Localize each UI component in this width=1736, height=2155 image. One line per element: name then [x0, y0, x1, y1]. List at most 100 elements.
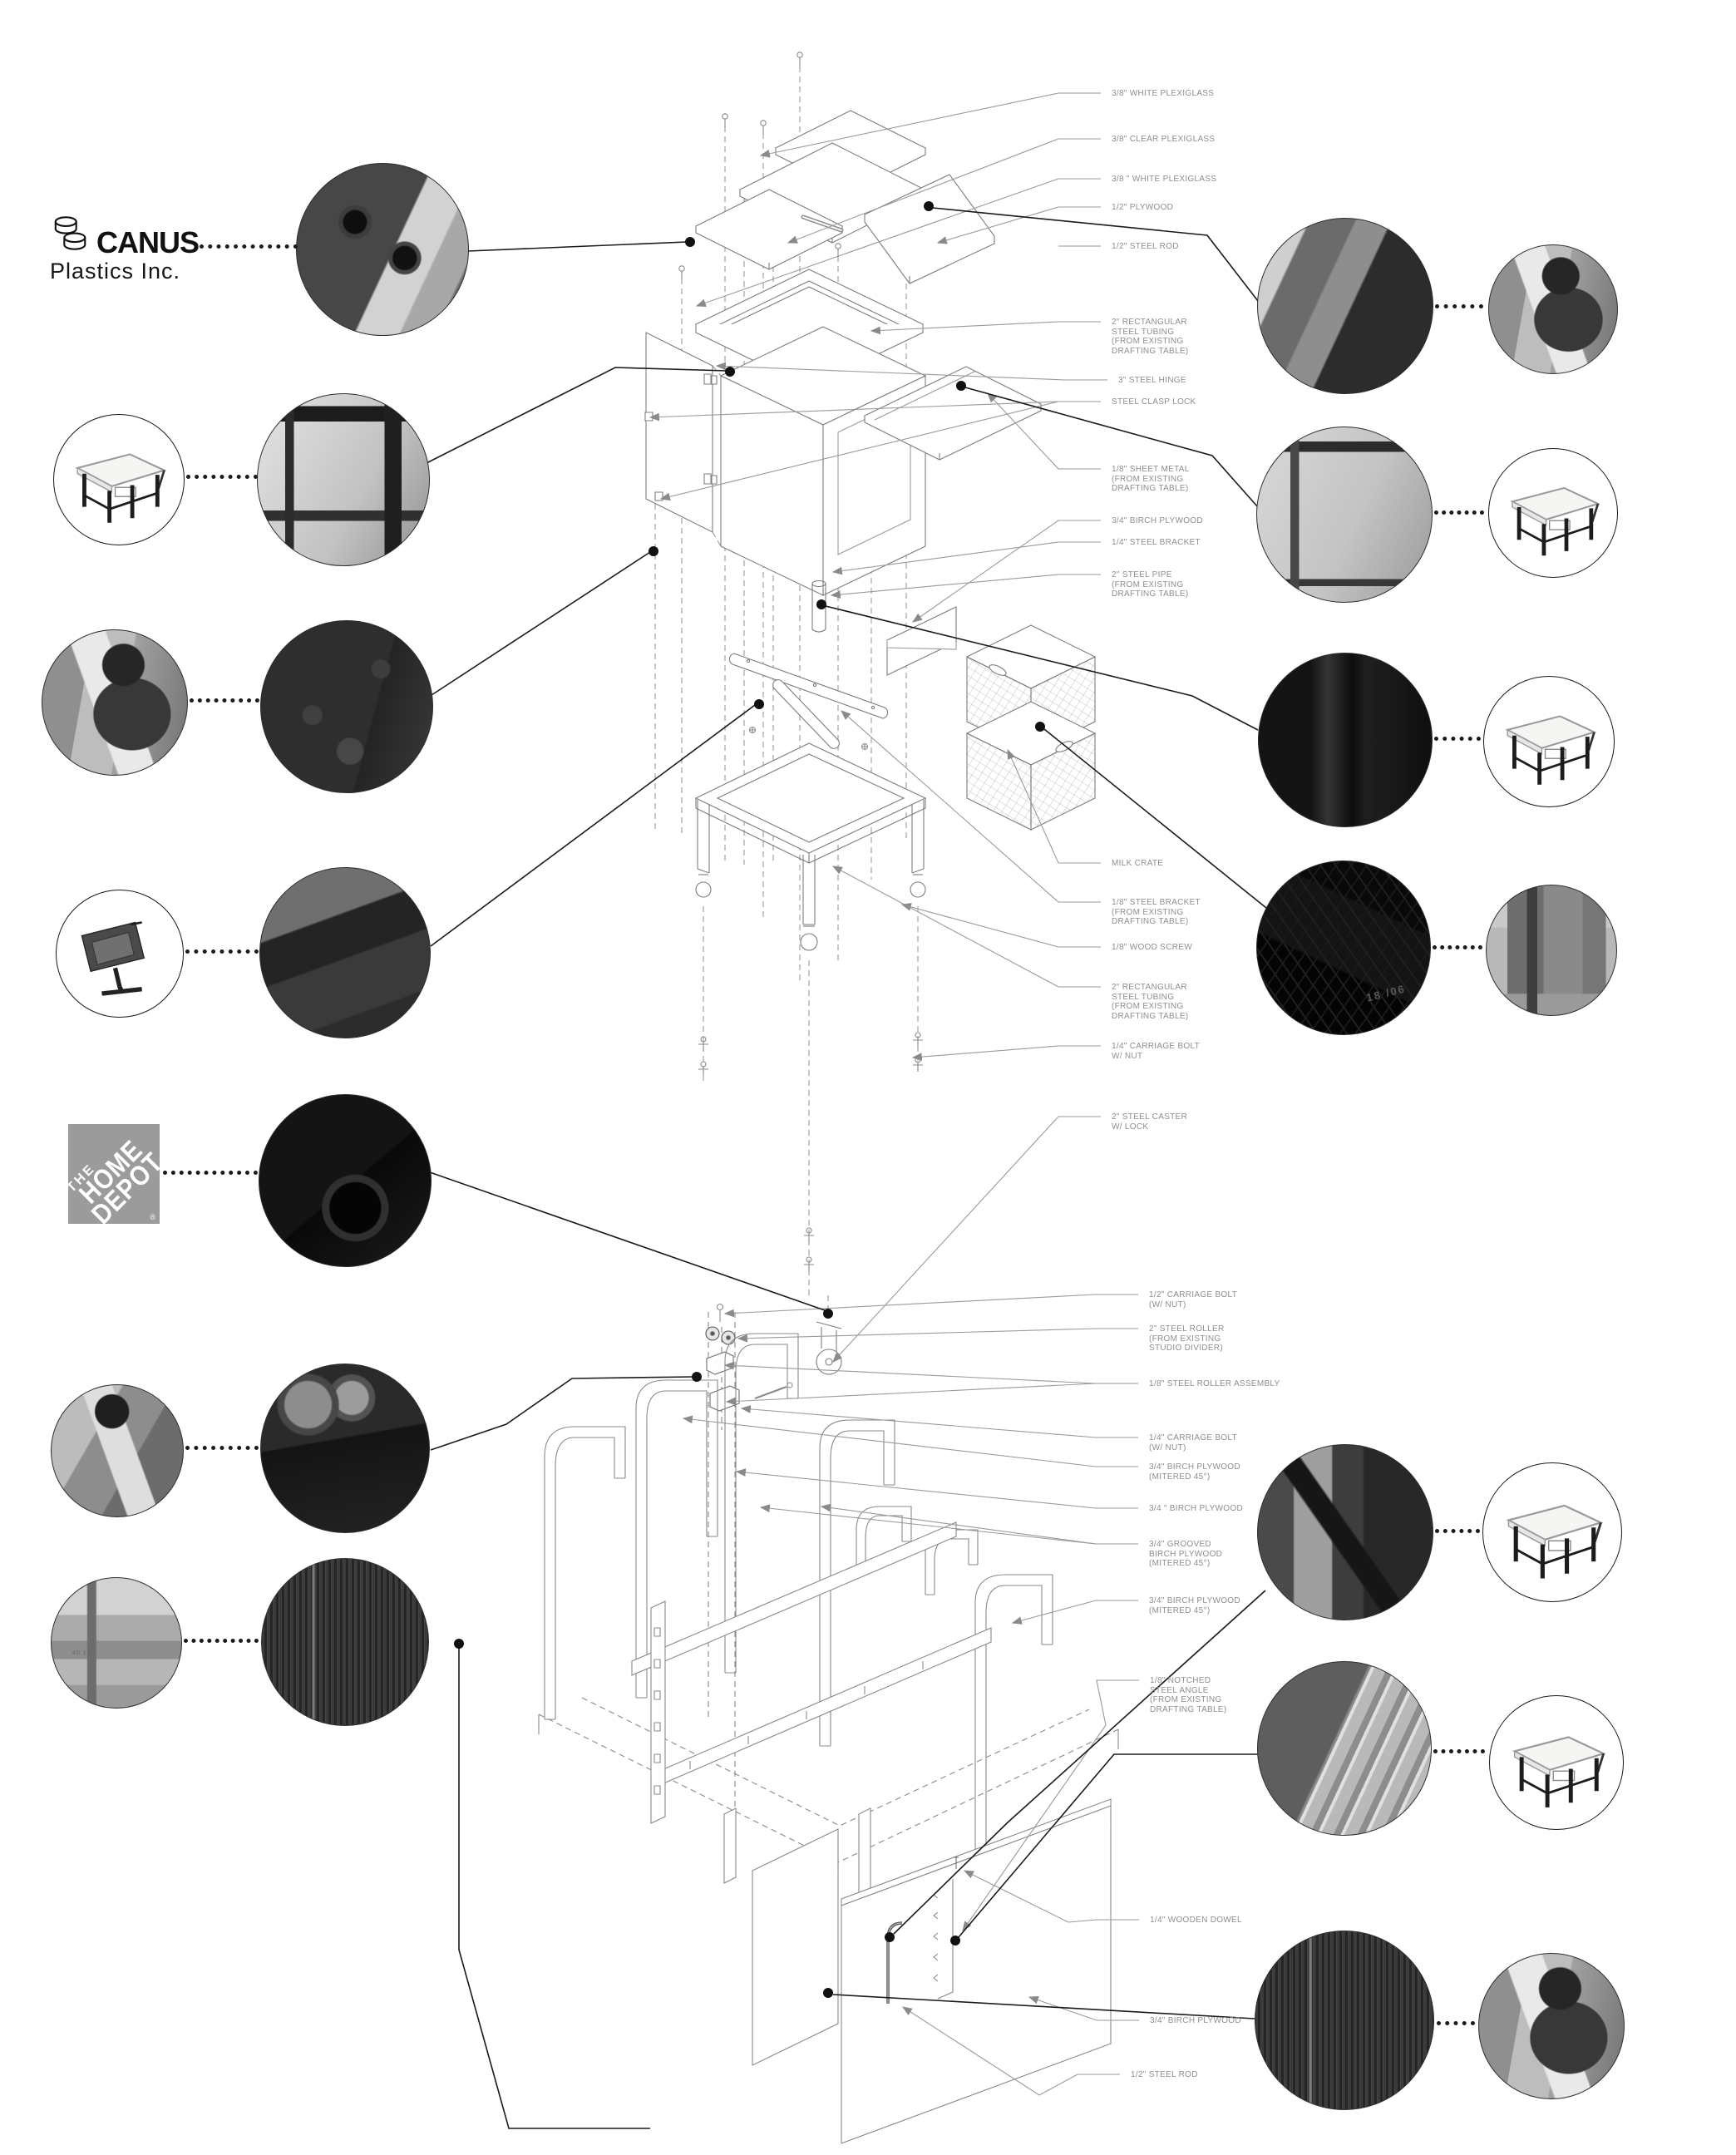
leader-line [841, 710, 1101, 903]
photo-connector-lines [426, 201, 1267, 2129]
steel-pipe-photo [1258, 653, 1433, 827]
registered-mark: ® [150, 1213, 155, 1221]
part-label: 1/2" STEEL ROD [1131, 2070, 1198, 2079]
part-label: 1/8" STEEL BRACKET (FROM EXISTING DRAFTI… [1112, 898, 1201, 926]
school-building-photo [1486, 885, 1617, 1016]
dotted-link [1435, 1529, 1480, 1533]
leader-line [682, 1415, 1138, 1467]
connector-dot [950, 1936, 960, 1945]
connector-dot [816, 599, 826, 609]
part-label: MILK CRATE [1112, 859, 1164, 868]
part-label: 3/4" BIRCH PLYWOOD [1112, 516, 1203, 525]
leader-line [987, 392, 1101, 470]
canus-logo-subtitle: Plastics Inc. [50, 259, 181, 284]
connector-line [429, 1171, 826, 1311]
notched-steel-angle-photo [1257, 1661, 1432, 1836]
dotted-link [185, 949, 259, 954]
bent-steel-rod-photo [1257, 1444, 1433, 1620]
caster-wheel-photo [259, 1094, 432, 1267]
connector-dot [454, 1639, 464, 1649]
part-label: 2" STEEL CASTER W/ LOCK [1112, 1112, 1188, 1132]
leader-line [963, 1870, 1139, 1923]
drafting-table-vignette-top-left [53, 414, 185, 545]
connector-dot [754, 699, 764, 709]
part-label: 1/4" CARRIAGE BOLT W/ NUT [1112, 1042, 1201, 1061]
plywood-texture-photo-1 [261, 1558, 429, 1726]
dotted-link [185, 1446, 259, 1450]
fabric-window-photo [1256, 427, 1433, 603]
connector-dot [725, 367, 735, 377]
leader-line [830, 574, 1101, 599]
part-label: 3" STEEL HINGE [1118, 376, 1186, 385]
part-label: 1/4" CARRIAGE BOLT (W/ NUT) [1149, 1433, 1238, 1452]
plywood-texture-photo-2 [1255, 1931, 1434, 2110]
connector-line [428, 551, 651, 698]
home-depot-logo: THE HOME DEPOT ® [68, 1124, 160, 1224]
bottom-exploded-drawing [538, 1303, 1119, 2144]
connector-line [430, 704, 756, 947]
part-label: 3/4" BIRCH PLYWOOD (MITERED 45°) [1149, 1596, 1240, 1615]
leader-line [737, 1328, 1138, 1343]
connector-dot [823, 1309, 833, 1319]
cnc-router-photo-text: 40 18 [72, 1650, 91, 1657]
part-label: 2" STEEL PIPE (FROM EXISTING DRAFTING TA… [1112, 570, 1189, 599]
leader-line [820, 1503, 1138, 1545]
plexiglass-screw-photo [296, 163, 469, 336]
milk-crate-photo-text: 18 /06 [1364, 982, 1407, 1005]
leader-line [735, 1468, 1138, 1509]
person-drawing-photo-left [42, 629, 188, 776]
dotted-link [1437, 2021, 1475, 2025]
leader-line [912, 520, 1101, 623]
milk-crate-photo: 18 /06 [1256, 861, 1431, 1035]
connector-line [430, 1376, 694, 1451]
cnc-router-photo: 40 18 [51, 1577, 182, 1709]
dotted-link [1433, 1749, 1485, 1753]
leader-line [870, 321, 1101, 335]
steel-frame-window-photo [257, 393, 430, 566]
canus-cylinder-icon [50, 215, 91, 257]
person-carving-photo [51, 1384, 184, 1517]
part-label: 1/2" CARRIAGE BOLT (W/ NUT) [1149, 1290, 1238, 1309]
dotted-link [1435, 304, 1483, 308]
dotted-link [200, 244, 298, 249]
leader-line [1011, 1600, 1138, 1625]
leader-line [723, 1294, 1138, 1318]
leader-line [715, 362, 1107, 381]
part-label: STEEL CLASP LOCK [1112, 397, 1196, 407]
connector-line [1043, 728, 1267, 909]
person-drawing-photo-right [1488, 244, 1618, 374]
grinder-machine-photo [260, 1364, 430, 1533]
connector-line [932, 207, 1259, 302]
dotted-link [1434, 737, 1481, 741]
part-label: 1/8" WOOD SCREW [1112, 943, 1192, 952]
connector-line [893, 1590, 1266, 1935]
connector-line [825, 605, 1259, 731]
connector-dot [685, 237, 695, 247]
part-label: 2" STEEL ROLLER (FROM EXISTING STUDIO DI… [1149, 1324, 1225, 1353]
leader-line [831, 865, 1101, 988]
part-label: 3/8 " WHITE PLEXIGLASS [1112, 175, 1217, 184]
canus-plastics-logo: CANUS Plastics Inc. [50, 215, 200, 284]
part-label: 1/2" PLYWOOD [1112, 203, 1174, 212]
connector-dot [956, 381, 966, 391]
leader-line [725, 1383, 1138, 1406]
drafting-table-vignette-right-3 [1482, 1462, 1622, 1602]
leader-line [831, 541, 1101, 575]
leader-line [1007, 748, 1101, 864]
top-exploded-drawing [644, 52, 1097, 1375]
table-edge-photo [259, 867, 431, 1038]
connector-dot [649, 546, 658, 556]
dark-plywood-door-photo [260, 620, 433, 793]
leader-line [1028, 1995, 1139, 2021]
dotted-link [190, 698, 259, 703]
part-label: 1/2" STEEL ROD [1112, 242, 1179, 251]
dotted-link [1434, 510, 1484, 515]
part-label: 3/4 " BIRCH PLYWOOD [1149, 1504, 1243, 1513]
part-label: 3/8" WHITE PLEXIGLASS [1112, 89, 1215, 98]
part-label: 1/8" SHEET METAL (FROM EXISTING DRAFTING… [1112, 465, 1190, 493]
leader-line [759, 92, 1101, 158]
part-label: 1/4" WOODEN DOWEL [1150, 1916, 1242, 1925]
drafting-table-vignette-right-4 [1489, 1695, 1624, 1830]
connector-line [832, 1994, 1255, 2019]
